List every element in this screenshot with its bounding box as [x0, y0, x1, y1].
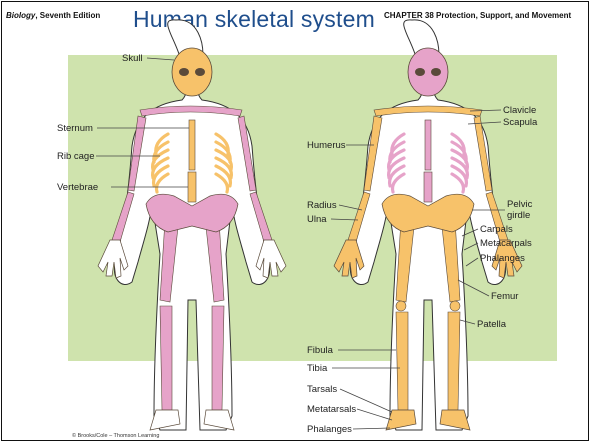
label-metatarsals: Metatarsals [307, 404, 356, 415]
label-sternum: Sternum [57, 123, 93, 134]
leader-metatarsals [357, 409, 392, 420]
label-tarsals: Tarsals [307, 384, 337, 395]
left-vertebrae [188, 172, 196, 202]
copyright-credit: © Brooks/Cole – Thomson Learning [72, 432, 159, 439]
right-eye-socket-r [415, 68, 425, 76]
leader-phalanges-foot [353, 428, 390, 429]
right-eye-socket-l [431, 68, 441, 76]
left-sternum [189, 120, 195, 170]
right-shin-r [396, 312, 408, 410]
left-skull [172, 48, 212, 96]
label-tibia: Tibia [307, 363, 328, 374]
right-shin-l [448, 312, 460, 410]
label-phalanges-hand: Phalanges [480, 253, 525, 264]
right-vertebrae [424, 172, 432, 202]
label-rib-cage: Rib cage [57, 151, 95, 162]
label-girdle: girdle [507, 210, 530, 221]
left-eye-socket-r [179, 68, 189, 76]
label-phalanges-foot: Phalanges [307, 424, 352, 435]
right-patella-r [396, 301, 406, 311]
label-ulna: Ulna [307, 214, 327, 225]
right-patella-l [450, 301, 460, 311]
label-fibula: Fibula [307, 345, 334, 356]
label-scapula: Scapula [503, 117, 538, 128]
label-skull: Skull [122, 53, 143, 64]
label-metacarpals: Metacarpals [480, 238, 532, 249]
right-sternum [425, 120, 431, 170]
right-skull [408, 48, 448, 96]
label-vertebrae: Vertebrae [57, 182, 98, 193]
label-radius: Radius [307, 200, 337, 211]
label-pelvic: Pelvic [507, 199, 533, 210]
left-shin-r [160, 306, 172, 410]
label-clavicle: Clavicle [503, 105, 536, 116]
left-eye-socket-l [195, 68, 205, 76]
label-humerus: Humerus [307, 140, 346, 151]
left-shin-l [212, 306, 224, 410]
label-carpals: Carpals [480, 224, 513, 235]
label-patella: Patella [477, 319, 507, 330]
label-femur: Femur [491, 291, 518, 302]
